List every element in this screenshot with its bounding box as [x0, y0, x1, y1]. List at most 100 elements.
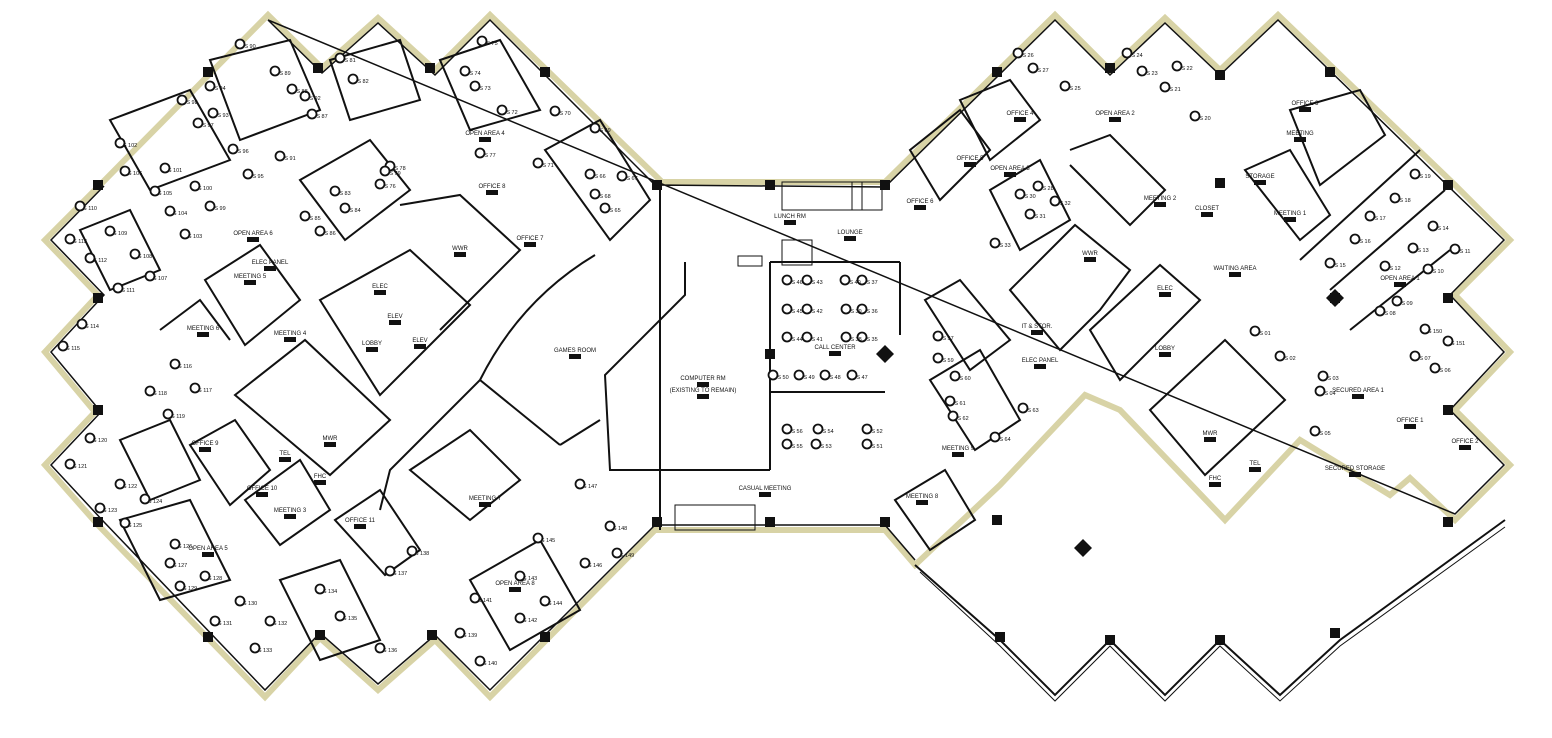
wall-segment — [108, 88, 232, 192]
wall-segment — [438, 38, 542, 132]
furniture — [781, 181, 863, 211]
seat-label: S 106 — [128, 171, 142, 177]
seat-label: S 101 — [168, 168, 182, 174]
seat-label: S 79 — [389, 171, 400, 177]
room-number-tag — [1031, 330, 1043, 335]
chair — [1059, 80, 1071, 92]
seat-label: S 06 — [1439, 368, 1450, 374]
seat-label: S 73 — [479, 86, 490, 92]
room-number-tag — [569, 354, 581, 359]
room-label: OFFICE 2 — [1451, 439, 1479, 445]
chair — [174, 580, 186, 592]
seat-label: S 117 — [198, 388, 212, 394]
seat-label: S 05 — [1319, 431, 1330, 437]
seat-label: S 38 — [850, 337, 861, 343]
seat-label: S 139 — [463, 633, 477, 639]
chair — [1017, 402, 1029, 414]
seat-label: S 149 — [620, 553, 634, 559]
seat-label: S 110 — [83, 206, 97, 212]
chair — [514, 570, 526, 582]
chair — [496, 104, 508, 116]
wall-segment — [328, 38, 422, 122]
room-number-tag — [414, 344, 426, 349]
seat-label: S 99 — [214, 206, 225, 212]
room-number-tag — [479, 137, 491, 142]
chair — [306, 108, 318, 120]
seat-label: S 84 — [349, 208, 360, 214]
wall-segment — [1008, 223, 1132, 352]
seat-label: S 62 — [957, 416, 968, 422]
seat-label: S 14 — [1437, 226, 1448, 232]
seat-label: S 41 — [811, 337, 822, 343]
seat-label: S 64 — [999, 437, 1010, 443]
chair — [532, 157, 544, 169]
room-label: ELEC PANEL — [252, 260, 289, 266]
chair — [104, 225, 116, 237]
seat-label: S 23 — [1146, 71, 1157, 77]
seat-label: S 147 — [583, 484, 597, 490]
room-label: TEL — [1249, 461, 1261, 467]
seat-label: S 59 — [942, 358, 953, 364]
seat-label: S 151 — [1451, 341, 1465, 347]
column-diamond — [876, 345, 894, 363]
chair — [64, 233, 76, 245]
chair — [989, 431, 1001, 443]
chair — [947, 410, 959, 422]
seat-label: S 132 — [273, 621, 287, 627]
seat-label: S 12 — [1389, 266, 1400, 272]
chair — [1049, 195, 1061, 207]
seat-label: S 121 — [73, 464, 87, 470]
seat-label: S 48 — [829, 375, 840, 381]
seat-label: S 126 — [178, 544, 192, 550]
wall-segment — [318, 248, 472, 397]
seat-label: S 123 — [103, 508, 117, 514]
seat-label: S 45 — [791, 309, 802, 315]
room-number-tag — [1394, 282, 1406, 287]
room-label: LUNCH RM — [774, 214, 806, 220]
structural-columns — [93, 63, 1453, 645]
chair — [119, 165, 131, 177]
chair — [94, 502, 106, 514]
column — [880, 517, 890, 527]
room-number-tag — [1014, 117, 1026, 122]
chair — [119, 517, 131, 529]
room-number-tag — [1404, 424, 1416, 429]
room-label: ELEC — [372, 284, 388, 290]
chair — [1027, 62, 1039, 74]
chair — [574, 478, 586, 490]
column — [1215, 70, 1225, 80]
seat-label: S 24 — [1131, 53, 1142, 59]
room-label: OFFICE 3 — [1291, 101, 1319, 107]
chair — [209, 615, 221, 627]
room-number-tag — [1201, 212, 1213, 217]
wall-segment — [118, 418, 202, 502]
room-label: ELEV — [387, 314, 402, 320]
column — [1443, 405, 1453, 415]
chair — [616, 170, 628, 182]
room-label: LOBBY — [1155, 346, 1175, 352]
room-number-tag — [1294, 137, 1306, 142]
chair — [406, 545, 418, 557]
seat-label: S 140 — [483, 661, 497, 667]
room-number-tag — [244, 280, 256, 285]
furniture — [674, 504, 756, 531]
room-number-tag — [1209, 482, 1221, 487]
chair — [334, 610, 346, 622]
chair — [1121, 47, 1133, 59]
chair — [1314, 385, 1326, 397]
chair — [234, 595, 246, 607]
column — [992, 67, 1002, 77]
room-number-tag — [284, 337, 296, 342]
room-label: OFFICE 8 — [478, 184, 506, 190]
chair — [374, 642, 386, 654]
room-number-tag — [366, 347, 378, 352]
left-wing-wall — [267, 18, 1506, 515]
seat-label: S 142 — [523, 618, 537, 624]
room-number-tag — [199, 447, 211, 452]
chair — [1274, 350, 1286, 362]
chair — [861, 423, 873, 435]
room-number-tag — [389, 320, 401, 325]
chair — [944, 395, 956, 407]
chair — [149, 185, 161, 197]
